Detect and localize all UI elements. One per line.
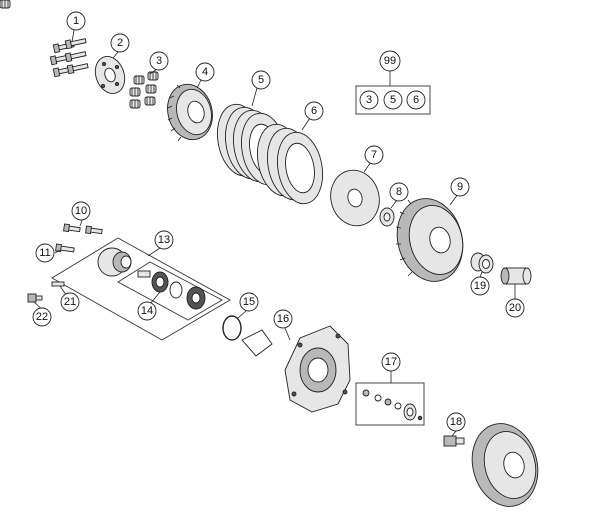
svg-text:5: 5 (390, 94, 396, 106)
kit-99-item-6[interactable]: 6 (406, 90, 426, 110)
svg-text:9: 9 (457, 181, 463, 193)
svg-text:11: 11 (39, 247, 50, 259)
svg-text:99: 99 (384, 55, 396, 67)
part-19-bearing (470, 252, 494, 274)
part-13-housing-assembly (51, 237, 231, 341)
part-1-bolts (49, 38, 89, 78)
svg-text:4: 4 (202, 66, 208, 78)
svg-text:22: 22 (36, 311, 48, 323)
svg-text:8: 8 (396, 186, 402, 198)
svg-text:18: 18 (450, 416, 462, 428)
part-10-bolts (63, 223, 103, 235)
svg-text:6: 6 (311, 105, 317, 117)
callout-10[interactable]: 10 (71, 201, 91, 221)
part-4-clutch-hub (167, 83, 213, 142)
part-16-clutch-cover (284, 325, 351, 413)
part-15-o-ring (222, 315, 242, 341)
svg-text:20: 20 (509, 302, 521, 314)
part-17-kit (355, 382, 425, 426)
part-3-springs (0, 0, 159, 109)
svg-text:3: 3 (366, 94, 372, 106)
svg-text:15: 15 (243, 296, 255, 308)
kit-99-item-5[interactable]: 5 (383, 90, 403, 110)
callout-5[interactable]: 5 (251, 70, 271, 90)
part-18-fitting (443, 435, 465, 447)
callout-17[interactable]: 17 (381, 352, 401, 372)
part-14-bearings (117, 261, 223, 321)
callout-9[interactable]: 9 (450, 177, 470, 197)
svg-text:19: 19 (474, 280, 486, 292)
svg-text:6: 6 (413, 94, 419, 106)
primary-gear (471, 423, 539, 507)
callout-13[interactable]: 13 (154, 230, 174, 250)
svg-text:13: 13 (158, 234, 170, 246)
callout-14[interactable]: 14 (137, 301, 157, 321)
callout-18[interactable]: 18 (446, 412, 466, 432)
svg-text:2: 2 (117, 37, 123, 49)
svg-text:1: 1 (73, 15, 79, 27)
callout-4[interactable]: 4 (195, 62, 215, 82)
callout-15[interactable]: 15 (239, 292, 259, 312)
part-16-gasket (241, 329, 273, 357)
svg-text:3: 3 (156, 55, 162, 67)
part-2-pressure-plate (94, 56, 126, 94)
callout-16[interactable]: 16 (273, 309, 293, 329)
part-20-bushing (500, 267, 532, 285)
callout-20[interactable]: 20 (505, 298, 525, 318)
part-6-clutch-plates (257, 123, 323, 205)
callout-19[interactable]: 19 (470, 276, 490, 296)
svg-text:17: 17 (385, 356, 397, 368)
part-8-washer (379, 207, 395, 227)
callout-3[interactable]: 3 (149, 51, 169, 71)
svg-text:14: 14 (141, 305, 153, 317)
callout-22[interactable]: 22 (32, 307, 52, 327)
callout-99[interactable]: 99 (379, 50, 401, 72)
part-9-clutch-basket (395, 198, 464, 282)
callout-2[interactable]: 2 (110, 33, 130, 53)
part-7-disc (330, 169, 380, 227)
callout-11[interactable]: 11 (35, 243, 55, 263)
callout-1[interactable]: 1 (66, 11, 86, 31)
svg-text:5: 5 (258, 74, 264, 86)
callout-21[interactable]: 21 (60, 292, 80, 312)
part-21-pin (51, 281, 65, 287)
callout-6[interactable]: 6 (304, 101, 324, 121)
svg-text:16: 16 (277, 313, 289, 325)
kit-99-box (355, 85, 431, 115)
svg-text:21: 21 (64, 296, 76, 308)
callout-7[interactable]: 7 (364, 145, 384, 165)
part-22-plug (27, 293, 43, 303)
callout-8[interactable]: 8 (389, 182, 409, 202)
kit-99-item-3[interactable]: 3 (359, 90, 379, 110)
part-11-bolt (55, 243, 75, 253)
svg-text:7: 7 (371, 149, 377, 161)
svg-text:10: 10 (75, 205, 87, 217)
